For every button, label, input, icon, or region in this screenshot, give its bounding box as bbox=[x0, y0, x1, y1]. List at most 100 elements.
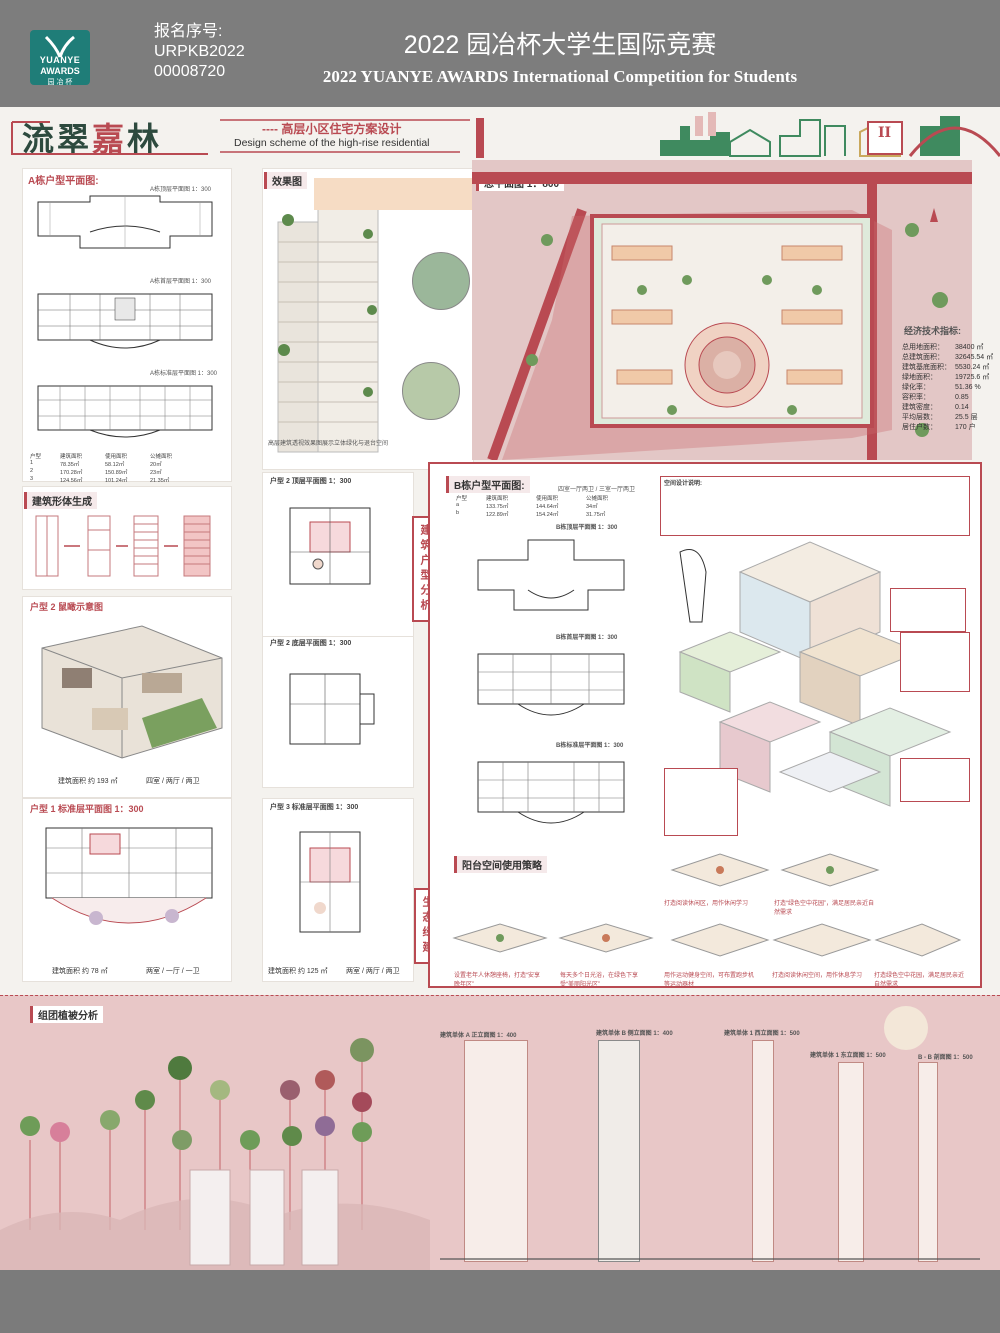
table-cell: 31.75㎡ bbox=[586, 512, 606, 518]
tower-render-image bbox=[277, 201, 379, 453]
a-plan3-caption: A栋标准层平面图 1：300 bbox=[150, 371, 218, 377]
table-row: 绿化率：51.36 % bbox=[900, 382, 995, 392]
stats-label: 容积率： bbox=[902, 394, 930, 401]
project-title-part1: 流翠 bbox=[22, 120, 93, 158]
subtitle-cn: ---- 高层小区住宅方案设计 bbox=[262, 122, 402, 136]
elevation-3 bbox=[752, 1040, 774, 1262]
table-cell: 124.56㎡ bbox=[60, 478, 83, 484]
b-standard-floor-plan bbox=[477, 761, 625, 824]
table-cell: 使用面积 bbox=[536, 496, 559, 502]
balcony-row2 bbox=[670, 923, 962, 957]
table-cell: 150.89㎡ bbox=[105, 470, 128, 476]
bottom-divider bbox=[0, 995, 1000, 1008]
unit2-area-value: 约 193 ㎡ bbox=[87, 778, 118, 785]
b-block-types: 四室一厅两卫 / 三室一厅两卫 bbox=[558, 487, 636, 493]
table-row: 户型建筑面积使用面积公摊面积 bbox=[30, 452, 226, 460]
stats-value: 25.5 层 bbox=[955, 414, 978, 421]
elevation-5-caption: B - B 剖面图 1：500 bbox=[918, 1055, 973, 1061]
unit1-area-label: 建筑面积 bbox=[52, 968, 80, 975]
unit2-top-title: 户型 2 顶层平面图 1：300 bbox=[270, 478, 352, 485]
table-row: 户型建筑面积使用面积公摊面积 bbox=[456, 494, 646, 502]
stats-value: 170 户 bbox=[955, 424, 976, 431]
reg-number-1: URPKB2022 bbox=[154, 43, 245, 60]
interior-card-4 bbox=[664, 768, 738, 836]
elevation-5 bbox=[918, 1062, 938, 1262]
table-row: 建筑基底面积：5530.24 ㎡ bbox=[900, 362, 995, 372]
stats-label: 建筑密度： bbox=[902, 404, 937, 411]
unit2-aerial-image bbox=[41, 625, 223, 759]
stats-value: 5530.24 ㎡ bbox=[955, 364, 990, 371]
massing-diagrams bbox=[35, 515, 211, 577]
unit1-rooms: 两室 / 一厅 / 一卫 bbox=[146, 968, 200, 975]
table-row: 居住户数： 170 户 bbox=[900, 422, 995, 432]
stats-label: 绿地面积： bbox=[902, 374, 937, 381]
moon-decoration bbox=[884, 1006, 928, 1050]
unit3-area-value: 约 125 ㎡ bbox=[297, 968, 328, 975]
project-title: 流翠嘉林 bbox=[22, 114, 162, 160]
elevation-2-caption: 建筑单体 B 侧立面图 1：400 bbox=[596, 1031, 673, 1037]
b-plan1-caption: B栋顶层平面图 1：300 bbox=[556, 525, 618, 531]
unit3-plan bbox=[299, 831, 361, 933]
unit2-area-label: 建筑面积 bbox=[58, 778, 86, 785]
unit3-rooms: 两室 / 两厅 / 两卫 bbox=[346, 968, 400, 975]
stats-value: 32645.54 ㎡ bbox=[955, 354, 994, 361]
elevation-4-caption: 建筑单体 1 东立面图 1：500 bbox=[810, 1053, 886, 1059]
table-cell: 2 bbox=[30, 468, 34, 474]
table-row: 2 170.28㎡ 150.89㎡ 23㎡ bbox=[30, 468, 226, 476]
table-cell: a bbox=[456, 502, 460, 508]
table-cell: 154.24㎡ bbox=[536, 512, 559, 518]
b-plan2-caption: B栋首层平面图 1：300 bbox=[556, 635, 618, 641]
unit3-area: 建筑面积 约 125 ㎡ bbox=[268, 966, 328, 976]
table-cell: 公摊面积 bbox=[150, 454, 173, 460]
stats-label: 总用地面积： bbox=[902, 344, 944, 351]
site-plan-drawing bbox=[472, 172, 972, 460]
balcony-row0 bbox=[670, 853, 880, 887]
a-plan2-caption: A栋首层平面图 1：300 bbox=[150, 279, 212, 285]
stats-label: 总建筑面积： bbox=[902, 354, 944, 361]
table-cell: 78.35㎡ bbox=[60, 462, 80, 468]
logo-text-cn: 园 冶 杯 bbox=[47, 79, 73, 86]
table-cell: 34㎡ bbox=[586, 504, 598, 510]
table-cell: 58.12㎡ bbox=[105, 462, 125, 468]
stats-label: 居住户数： bbox=[902, 424, 937, 431]
footer-bar bbox=[0, 1270, 1000, 1333]
unit3-title: 户型 3 标准层平面图 1：300 bbox=[270, 804, 359, 811]
reg-number-2: 00008720 bbox=[154, 63, 226, 80]
stats-value: 51.36 % bbox=[955, 383, 981, 391]
table-cell: b bbox=[456, 510, 460, 516]
logo-y-icon bbox=[44, 35, 75, 58]
table-cell: 144.64㎡ bbox=[536, 504, 559, 510]
a-plan1-caption: A栋顶层平面图 1：300 bbox=[150, 187, 212, 193]
a-block-title: A栋户型平面图: bbox=[28, 176, 99, 187]
table-cell: 170.28㎡ bbox=[60, 470, 83, 476]
unit2-first-title: 户型 2 底层平面图 1：300 bbox=[270, 640, 352, 647]
table-cell: 23㎡ bbox=[150, 470, 162, 476]
unit1-plan bbox=[45, 827, 213, 925]
skyline-illustration bbox=[220, 112, 1000, 158]
balcony-caption-3: 用作运动健身空间，可布置跑步机等运动器材 bbox=[664, 973, 755, 988]
balcony-caption-5: 打造“绿色空中花园”，满足居民亲近自然需求 bbox=[774, 901, 874, 916]
render-title: 效果图 bbox=[264, 172, 307, 189]
interior-card-2 bbox=[900, 632, 970, 692]
stats-table: 总用地面积： 38400 ㎡ 总建筑面积： 32645.54 ㎡ 建筑基底面积：55… bbox=[900, 342, 995, 432]
logo-text-awards: AWARDS bbox=[40, 66, 80, 76]
unit2-area: 建筑面积 约 193 ㎡ bbox=[58, 776, 118, 786]
render-detail-balcony bbox=[402, 362, 460, 420]
vegetation-diagram bbox=[0, 1038, 430, 1270]
table-row: 平均层数： 25.5 层 bbox=[900, 412, 995, 422]
table-cell: 使用面积 bbox=[105, 454, 128, 460]
stats-value: 0.14 bbox=[955, 403, 969, 411]
interior-rooms-illustration bbox=[678, 541, 952, 807]
stats-label: 平均层数： bbox=[902, 414, 937, 421]
b-plan3-caption: B栋标准层平面图 1：300 bbox=[556, 743, 624, 749]
table-row: 绿地面积：19725.6 ㎡ bbox=[900, 372, 995, 382]
stats-value: 38400 ㎡ bbox=[955, 344, 984, 351]
table-cell: 21.35㎡ bbox=[150, 478, 170, 484]
render-note bbox=[314, 178, 474, 210]
